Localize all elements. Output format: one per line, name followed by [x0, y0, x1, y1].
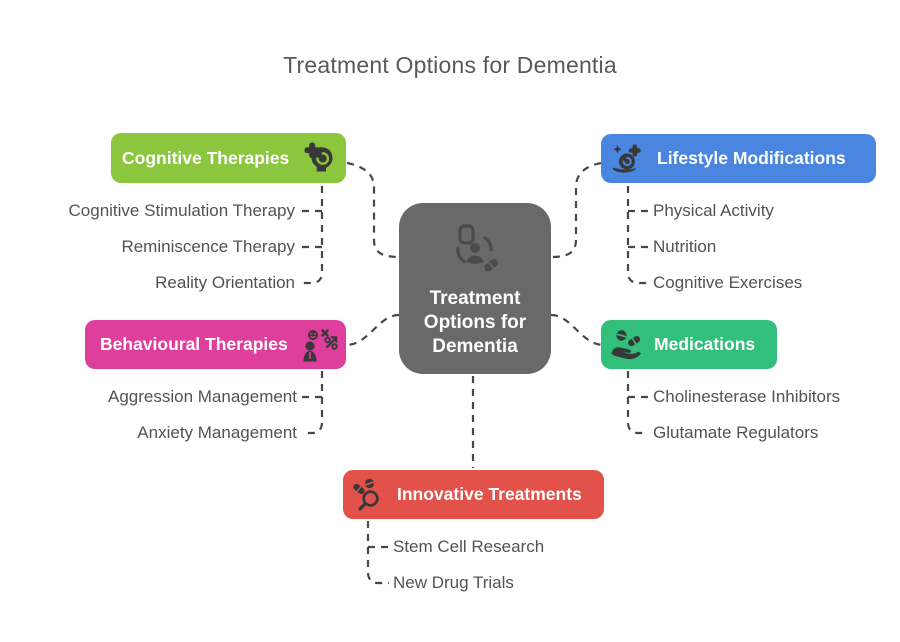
leaf-stem-cell-research[interactable]: Stem Cell Research — [393, 537, 545, 556]
central-node[interactable]: Treatment Options for Dementia — [399, 203, 551, 374]
connector-innovative-leaves — [366, 521, 389, 585]
wellness-sparkle-icon — [613, 144, 641, 173]
hand-pills-icon — [611, 329, 641, 359]
leaf-glutamate-regulators[interactable]: Glutamate Regulators — [653, 423, 819, 442]
leaf-new-drug-trials[interactable]: New Drug Trials — [393, 573, 514, 592]
leaf-nutrition[interactable]: Nutrition — [653, 237, 717, 256]
behaviour-person-icon — [303, 328, 338, 361]
leaf-cognitive-exercises[interactable]: Cognitive Exercises — [653, 273, 803, 292]
node-behavioural-therapies[interactable]: Behavioural Therapies — [85, 320, 346, 369]
node-cognitive-therapies-label: Cognitive Therapies — [122, 147, 290, 168]
connector-central-cognitive — [346, 161, 400, 259]
connector-lifestyle-leaves — [626, 186, 649, 285]
leaf-physical-activity[interactable]: Physical Activity — [653, 201, 774, 220]
central-node-label: Treatment Options for Dementia — [423, 288, 527, 357]
leaf-cholinesterase-inhibitors[interactable]: Cholinesterase Inhibitors — [653, 387, 841, 406]
node-lifestyle-modifications-label: Lifestyle Modifications — [657, 148, 846, 168]
leaf-cognitive-stimulation-therapy[interactable]: Cognitive Stimulation Therapy — [68, 201, 295, 220]
connector-medications-leaves — [626, 371, 648, 435]
connector-cognitive-leaves — [301, 186, 324, 285]
leaf-anxiety-management[interactable]: Anxiety Management — [137, 423, 297, 442]
leaf-reminiscence-therapy[interactable]: Reminiscence Therapy — [121, 237, 295, 256]
node-medications[interactable]: Medications — [601, 320, 777, 369]
connector-behavioural-leaves — [302, 371, 324, 435]
node-cognitive-therapies[interactable]: Cognitive Therapies — [111, 133, 346, 183]
pill-search-icon — [353, 478, 379, 511]
leaf-reality-orientation[interactable]: Reality Orientation — [155, 273, 295, 292]
connector-central-lifestyle — [550, 161, 602, 259]
node-innovative-treatments-label: Innovative Treatments — [397, 484, 582, 504]
patient-care-icon — [456, 224, 498, 272]
node-behavioural-therapies-label: Behavioural Therapies — [100, 334, 288, 354]
leaf-aggression-management[interactable]: Aggression Management — [107, 387, 297, 406]
node-innovative-treatments[interactable]: Innovative Treatments — [343, 470, 604, 519]
diagram-title: Treatment Options for Dementia — [283, 52, 617, 78]
node-lifestyle-modifications[interactable]: Lifestyle Modifications — [601, 134, 876, 183]
connector-central-medications — [550, 313, 605, 347]
head-plus-icon — [304, 142, 333, 171]
node-medications-label: Medications — [654, 334, 756, 354]
connector-central-behavioural — [345, 313, 400, 347]
